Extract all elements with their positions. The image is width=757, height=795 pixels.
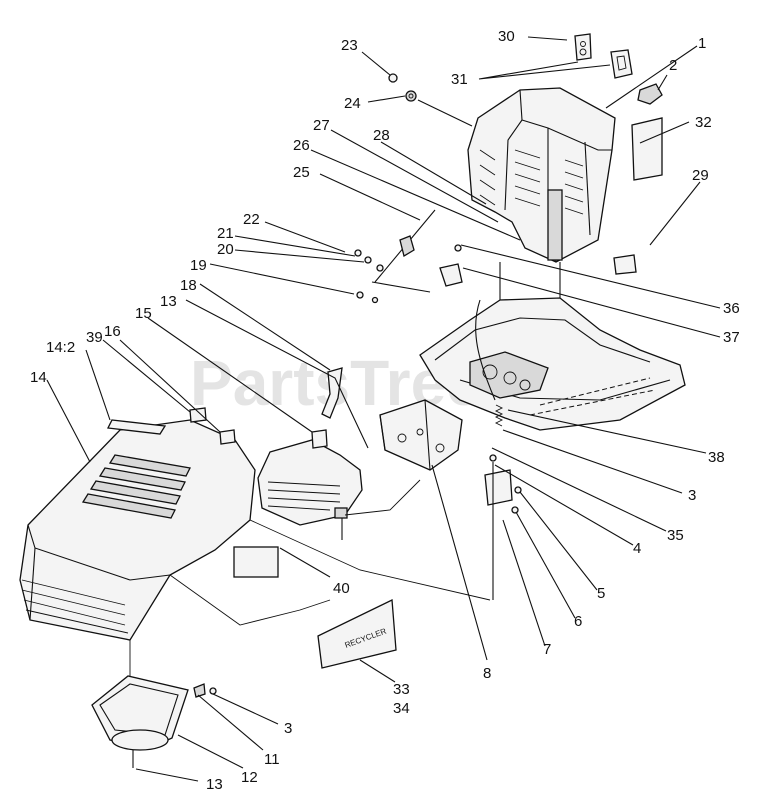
leader-lines: [46, 36, 721, 782]
callout-3a: 3: [688, 487, 696, 504]
callout-26: 26: [293, 137, 310, 154]
decal-29[interactable]: [613, 254, 637, 275]
callout-32: 32: [695, 114, 712, 131]
callout-33: 33: [393, 681, 410, 698]
clip-16[interactable]: [219, 429, 236, 445]
callout-21: 21: [217, 225, 234, 242]
callout-11: 11: [264, 751, 280, 768]
callout-24: 24: [344, 95, 361, 112]
callout-15: 15: [135, 305, 152, 322]
callout-28: 28: [373, 127, 390, 144]
callout-34: 34: [393, 700, 410, 717]
decal-33-34[interactable]: RECYCLER: [317, 598, 397, 669]
washer-6[interactable]: [511, 506, 519, 514]
bracket-4[interactable]: [484, 469, 513, 506]
callout-8: 8: [483, 665, 491, 682]
callout-6: 6: [574, 613, 582, 630]
headlight-bucket[interactable]: [91, 675, 189, 751]
callout-14: 14: [30, 369, 47, 386]
decal-30[interactable]: [574, 33, 592, 61]
callout-18: 18: [180, 277, 197, 294]
callout-22: 22: [243, 211, 260, 228]
callout-14-2: 14:2: [46, 339, 75, 356]
callout-37: 37: [723, 329, 740, 346]
callout-39: 39: [86, 329, 103, 346]
cable-35[interactable]: [475, 299, 496, 401]
callout-13b: 13: [206, 776, 223, 793]
decal-31[interactable]: [610, 49, 633, 79]
callout-4: 4: [633, 540, 641, 557]
screw-3b[interactable]: [209, 687, 217, 695]
callout-7: 7: [543, 641, 551, 658]
callout-16: 16: [104, 323, 121, 340]
callout-20: 20: [217, 241, 234, 258]
hood[interactable]: [19, 419, 256, 641]
assembly-lines: [129, 479, 491, 680]
callout-29: 29: [692, 167, 709, 184]
nut-35b[interactable]: [489, 454, 497, 462]
callout-1: 1: [698, 35, 706, 52]
callout-38: 38: [708, 449, 725, 466]
front-grille-support[interactable]: [257, 439, 363, 540]
seat-switch-cable[interactable]: [354, 209, 436, 304]
shell-vent-slots: [479, 149, 584, 215]
clip-39[interactable]: [189, 407, 207, 423]
callout-3b: 3: [284, 720, 292, 737]
callout-12: 12: [241, 769, 258, 786]
callout-23: 23: [341, 37, 358, 54]
callout-5: 5: [597, 585, 605, 602]
decal-40[interactable]: [233, 546, 279, 578]
seat-stop-bumper[interactable]: [637, 83, 663, 105]
callout-13: 13: [160, 293, 177, 310]
decal-32[interactable]: [631, 117, 663, 181]
callout-40: 40: [333, 580, 350, 597]
callout-36: 36: [723, 300, 740, 317]
callout-2: 2: [669, 57, 677, 74]
hood-vent-slots: [81, 454, 191, 519]
bracket-37[interactable]: [439, 263, 463, 287]
spring-3[interactable]: [494, 404, 504, 427]
dash-panel[interactable]: [379, 399, 463, 471]
seat-support-bracket: [547, 189, 563, 261]
washer-24[interactable]: [405, 90, 417, 102]
bracket-11[interactable]: [193, 683, 206, 698]
callout-35: 35: [667, 527, 684, 544]
callout-30: 30: [498, 28, 515, 45]
hood-insert-14-2[interactable]: [107, 419, 167, 435]
clip-36[interactable]: [454, 244, 462, 252]
callout-31: 31: [451, 71, 468, 88]
callout-19: 19: [190, 257, 207, 274]
decal-16-tag[interactable]: [311, 429, 328, 449]
callout-labels: 1 2 30 31 32 23 24 27 28 26 25 29 22 21 …: [30, 28, 740, 793]
bolt-5[interactable]: [514, 486, 522, 494]
bracket-18[interactable]: [321, 367, 343, 419]
nut-23[interactable]: [388, 73, 398, 83]
callout-27: 27: [313, 117, 330, 134]
callout-25: 25: [293, 164, 310, 181]
rear-body-shell[interactable]: [467, 87, 616, 263]
